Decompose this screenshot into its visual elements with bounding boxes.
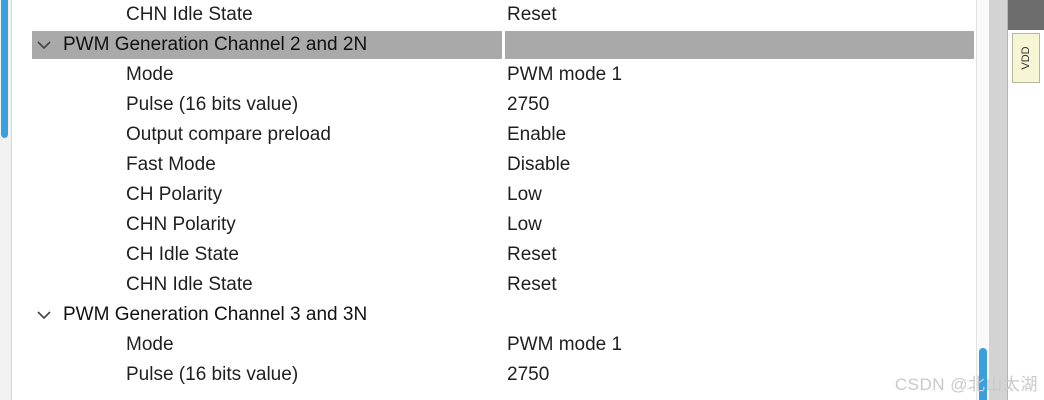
vertical-scrollbar[interactable] xyxy=(976,0,989,400)
param-name: Output compare preload xyxy=(126,124,331,145)
param-name: CHN Polarity xyxy=(126,214,236,235)
tree-row[interactable]: Fast Mode Disable xyxy=(12,150,976,180)
param-value[interactable]: PWM mode 1 xyxy=(507,64,623,85)
tree-row[interactable]: CHN Polarity Low xyxy=(12,210,976,240)
param-name: Pulse (16 bits value) xyxy=(126,94,299,115)
tree-row[interactable]: CH Polarity Low xyxy=(12,180,976,210)
chevron-down-icon[interactable] xyxy=(36,307,52,323)
tree-row[interactable]: CHN Idle State Reset xyxy=(12,270,976,300)
param-name: CHN Idle State xyxy=(126,4,253,25)
param-name: Mode xyxy=(126,64,174,85)
param-value[interactable]: Reset xyxy=(507,244,557,265)
param-value[interactable]: 2750 xyxy=(507,94,550,115)
param-name: Pulse (16 bits value) xyxy=(126,364,299,385)
group-pwm-channel-2[interactable]: PWM Generation Channel 2 and 2N xyxy=(12,30,976,60)
param-value[interactable]: 2750 xyxy=(507,364,550,385)
param-name: CH Idle State xyxy=(126,244,239,265)
param-name: CH Polarity xyxy=(126,184,223,205)
panel-divider[interactable] xyxy=(989,0,1008,400)
param-value[interactable]: Low xyxy=(507,184,542,205)
param-value[interactable]: Enable xyxy=(507,124,567,145)
tree-row[interactable]: Pulse (16 bits value) 2750 xyxy=(12,90,976,120)
tree-row[interactable]: CH Idle State Reset xyxy=(12,240,976,270)
chevron-down-icon[interactable] xyxy=(36,37,52,53)
selection-highlight xyxy=(505,31,974,59)
watermark: CSDN @北山太湖 xyxy=(894,375,1038,394)
parameter-settings-tree: CHN Idle State Reset PWM Generation Chan… xyxy=(12,0,976,400)
param-value[interactable]: Low xyxy=(507,214,542,235)
scrollbar-thumb[interactable] xyxy=(979,348,987,400)
param-value[interactable]: Reset xyxy=(507,274,557,295)
tree-row[interactable]: Output compare preload Enable xyxy=(12,120,976,150)
pin-label: VDD xyxy=(1020,46,1032,70)
chip-body xyxy=(1008,0,1044,30)
group-pwm-channel-3[interactable]: PWM Generation Channel 3 and 3N xyxy=(12,300,976,330)
param-value[interactable]: PWM mode 1 xyxy=(507,334,623,355)
pinout-view: VDD xyxy=(1008,0,1044,400)
pin-vdd[interactable]: VDD xyxy=(1012,33,1040,83)
tree-row[interactable]: Mode PWM mode 1 xyxy=(12,330,976,360)
param-value[interactable]: Disable xyxy=(507,154,571,175)
left-scroll-gutter xyxy=(0,0,12,400)
group-title: PWM Generation Channel 3 and 3N xyxy=(63,304,368,325)
param-name: Mode xyxy=(126,334,174,355)
param-name: CHN Idle State xyxy=(126,274,253,295)
left-scroll-thumb[interactable] xyxy=(1,0,8,138)
tree-row[interactable]: CHN Idle State Reset xyxy=(12,0,976,30)
param-value[interactable]: Reset xyxy=(507,4,557,25)
tree-row[interactable]: Pulse (16 bits value) 2750 xyxy=(12,360,976,390)
selection-highlight xyxy=(32,31,502,59)
group-title: PWM Generation Channel 2 and 2N xyxy=(63,34,368,55)
tree-row[interactable]: Mode PWM mode 1 xyxy=(12,60,976,90)
param-name: Fast Mode xyxy=(126,154,216,175)
